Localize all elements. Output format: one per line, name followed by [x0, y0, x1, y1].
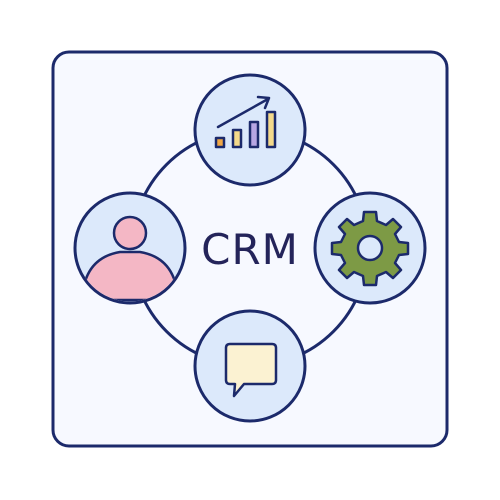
messaging-node	[193, 309, 307, 423]
gear-icon	[330, 210, 410, 287]
customer-node	[73, 191, 187, 305]
settings-node	[313, 191, 427, 305]
speech-bubble-icon	[224, 342, 278, 398]
growth-chart-node	[193, 73, 307, 187]
crm-center-label: CRM	[201, 225, 299, 274]
frame-card	[51, 50, 449, 448]
bar-chart-growth-icon	[214, 95, 277, 149]
